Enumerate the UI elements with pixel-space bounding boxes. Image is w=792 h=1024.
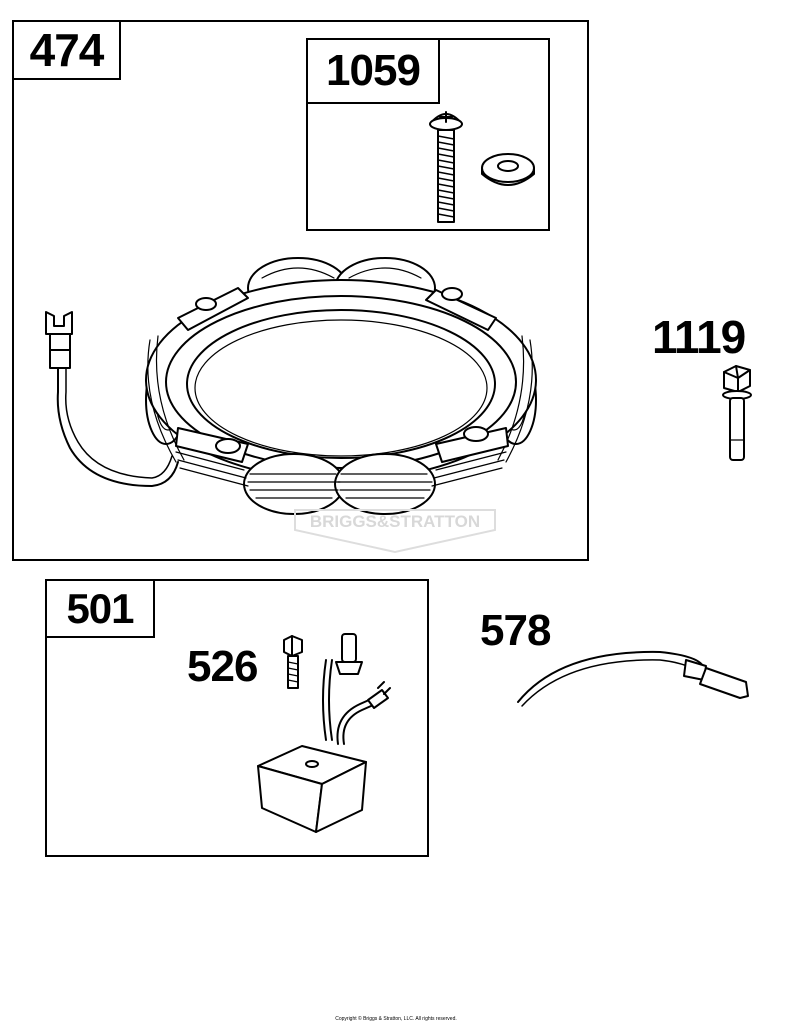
screw-1059-icon [429,111,463,223]
stator-474-icon [45,257,537,515]
watermark-logo: BRIGGS&STRATTON [294,509,496,554]
box-501 [45,579,429,857]
tag-474: 474 [12,20,121,80]
label-578: 578 [480,606,551,655]
module-501-icon [257,633,391,833]
tag-501: 501 [45,579,155,638]
label-1119: 1119 [652,311,746,363]
wire-578-icon [517,650,749,707]
bolt-526-icon [283,635,303,689]
label-526: 526 [187,642,258,691]
bolt-1119-icon [722,365,752,461]
washer-1059-icon [481,153,535,186]
box-474 [12,20,589,561]
tag-1059: 1059 [306,38,440,104]
copyright-footer: Copyright © Briggs & Stratton, LLC. All … [335,1016,457,1022]
svg-text:BRIGGS&STRATTON: BRIGGS&STRATTON [310,512,480,531]
